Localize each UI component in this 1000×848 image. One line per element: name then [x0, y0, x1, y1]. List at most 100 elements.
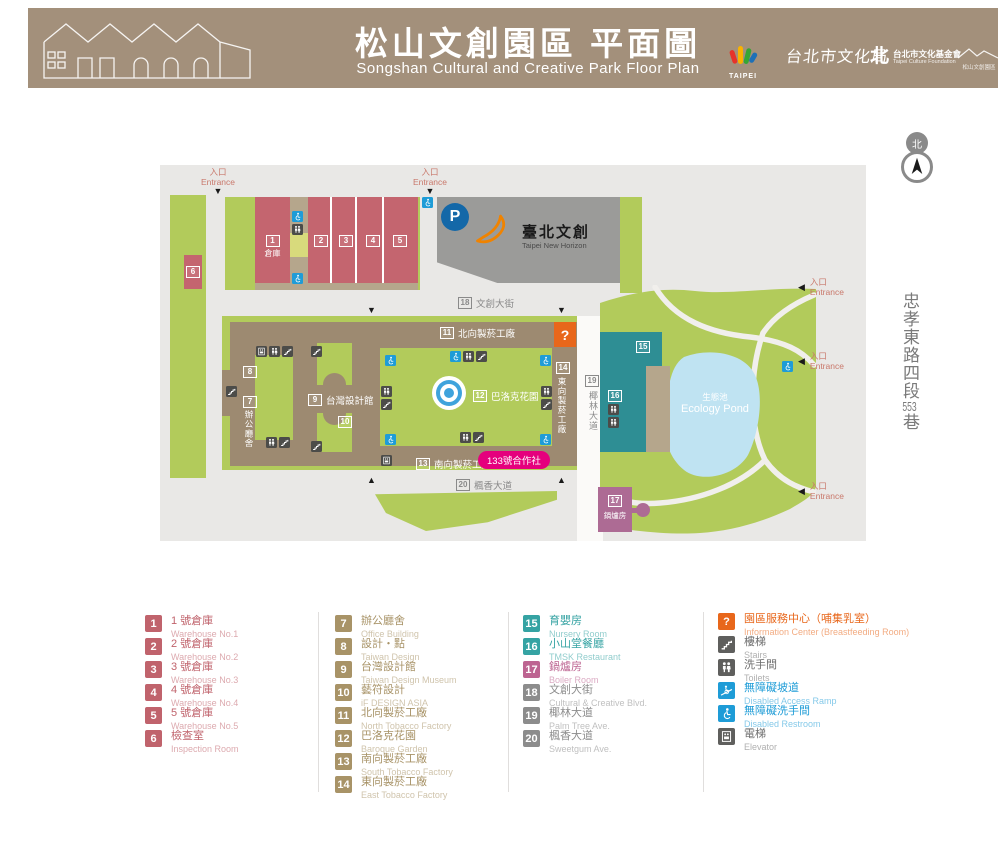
legend-zh: 樓梯	[744, 636, 766, 648]
taipei-new-horizon-building: P 臺北文創 Taipei New Horizon	[437, 197, 620, 283]
legend-zh: 3 號倉庫	[171, 661, 214, 673]
legend-zh: 台灣設計館	[361, 661, 416, 673]
palm-ave-name: 椰林大道	[588, 391, 598, 431]
north-factory-name: 北向製菸工廠	[458, 329, 516, 340]
legend-en: Elevator	[744, 741, 778, 752]
toilets-icon	[608, 417, 619, 428]
marker-6: 6	[186, 266, 200, 278]
toilets-icon	[266, 437, 277, 448]
legend-item: 10 藝符設計 iF DESIGN ASIA	[335, 684, 428, 709]
page-subtitle: Songshan Cultural and Creative Park Floo…	[356, 60, 700, 77]
legend-number: 10	[335, 684, 352, 701]
legend-zh: 檢查室	[171, 730, 204, 742]
legend-number: 14	[335, 776, 352, 793]
marker-12: 12	[473, 390, 487, 402]
legend-item: 8 設計・點 Taiwan Design	[335, 638, 420, 663]
north-factory-label: 11 北向製菸工廠	[440, 326, 515, 340]
taipei-bird-icon	[729, 46, 758, 64]
legend-item: 12 巴洛克花園 Baroque Garden	[335, 730, 428, 755]
legend-zh: 洗手間	[744, 659, 777, 671]
entrance-en: Entrance	[200, 177, 236, 188]
stairs-icon	[279, 437, 290, 448]
warehouses-2-5-building: 2 3 4 5	[308, 197, 418, 283]
stairs-icon	[381, 399, 392, 410]
legend-item: 無障礙坡道 Disabled Access Ramp	[718, 682, 837, 707]
legend-item: 14 東向製菸工廠 East Tobacco Factory	[335, 776, 447, 801]
legend-item: 無障礙洗手間 Disabled Restroom	[718, 705, 821, 730]
legend-zh: 楓香大道	[549, 730, 593, 742]
pond-label: 生態池 Ecology Pond	[665, 391, 765, 415]
marker-17: 17	[608, 495, 622, 507]
foundation-en: Taipei Culture Foundation	[893, 59, 956, 66]
legend-zh: 鍋爐房	[549, 661, 582, 673]
legend-number: 7	[335, 615, 352, 632]
legend-zh: 藝符設計	[361, 684, 405, 696]
stairs-icon	[718, 636, 735, 653]
parking-icon: P	[441, 203, 469, 231]
entrance-en: Entrance	[412, 177, 448, 188]
legend-item: 7 辦公廳舍 Office Building	[335, 615, 419, 640]
entrance-arrow-icon: ◀	[798, 355, 805, 366]
elevator-icon	[381, 455, 392, 466]
park-logo: 松山文創園區	[953, 46, 1000, 72]
toilets-icon	[269, 346, 280, 357]
entrance-arrow-icon: ◀	[798, 485, 805, 496]
legend-en: Warehouse No.3	[171, 674, 239, 685]
gate-arrow-icon: ▼	[557, 305, 566, 315]
legend-item: 2 2 號倉庫 Warehouse No.2	[145, 638, 238, 663]
legend-en: North Tobacco Factory	[361, 720, 452, 731]
legend-en: Taiwan Design Museum	[361, 674, 457, 685]
legend-en: Nursery Room	[549, 628, 608, 639]
compass-icon	[901, 151, 933, 183]
legend-zh: 5 號倉庫	[171, 707, 214, 719]
foundation-mark: 北	[870, 46, 890, 67]
disabled-ramp-icon	[718, 682, 735, 699]
accessible-ramp-icon	[450, 351, 461, 362]
legend-item: 17 鍋爐房 Boiler Room	[523, 661, 599, 686]
entrance-zh: 入口	[809, 481, 827, 491]
marker-13: 13	[416, 458, 430, 470]
legend-en: Disabled Restroom	[744, 718, 821, 729]
palm-ave-label: 19 椰林大道	[584, 370, 600, 431]
toilets-icon	[718, 659, 735, 676]
legend-number: 18	[523, 684, 540, 701]
entrance-east-1: ◀ 入口 Entrance	[798, 277, 844, 297]
legend-zh: 設計・點	[361, 638, 405, 650]
boiler-room-name: 鍋爐房	[603, 511, 627, 520]
marker-4: 4	[366, 235, 380, 247]
legend-zh: 椰林大道	[549, 707, 593, 719]
legend-zh: 辦公廳舍	[361, 615, 405, 627]
legend-en: Warehouse No.2	[171, 651, 239, 662]
south-factory-name: 南向製菸工廠	[434, 460, 492, 471]
taipei-new-horizon-zh: 臺北文創	[522, 224, 591, 241]
legend-en: Boiler Room	[549, 674, 599, 685]
baroque-garden-name: 巴洛克花園	[491, 392, 539, 403]
legend-item: 6 檢查室 Inspection Room	[145, 730, 239, 755]
legend-number: 13	[335, 753, 352, 770]
stairs-icon	[311, 441, 322, 452]
legend-zh: 1 號倉庫	[171, 615, 214, 627]
legend-item: 3 3 號倉庫 Warehouse No.3	[145, 661, 238, 686]
entrance-east-3: ◀ 入口 Entrance	[798, 481, 844, 501]
legend-zh: 園區服務中心（哺集乳室）	[744, 613, 876, 625]
legend-number: 4	[145, 684, 162, 701]
legend-item: 樓梯 Stairs	[718, 636, 767, 661]
taipei-logo-label: TAIPEI	[728, 73, 758, 80]
ecology-pond	[663, 352, 760, 477]
legend-zh: 北向製菸工廠	[361, 707, 427, 719]
elevator-icon	[256, 346, 267, 357]
boiler-room-building: 17 鍋爐房	[598, 487, 632, 532]
taipei-new-horizon-logo-icon	[476, 214, 506, 244]
legend-en: iF DESIGN ASIA	[361, 697, 429, 708]
legend-en: South Tobacco Factory	[361, 766, 453, 777]
marker-20: 20	[456, 479, 470, 491]
warehouse-1-label: 倉庫	[264, 249, 281, 258]
legend-en: Palm Tree Ave.	[549, 720, 610, 731]
marker-1: 1	[265, 235, 280, 247]
accessible-ramp-icon	[292, 211, 303, 222]
legend-number: 9	[335, 661, 352, 678]
road-name-vertical: 忠孝東路四段553巷	[897, 292, 922, 462]
legend-number: 15	[523, 615, 540, 632]
legend-zh: 育嬰房	[549, 615, 582, 627]
